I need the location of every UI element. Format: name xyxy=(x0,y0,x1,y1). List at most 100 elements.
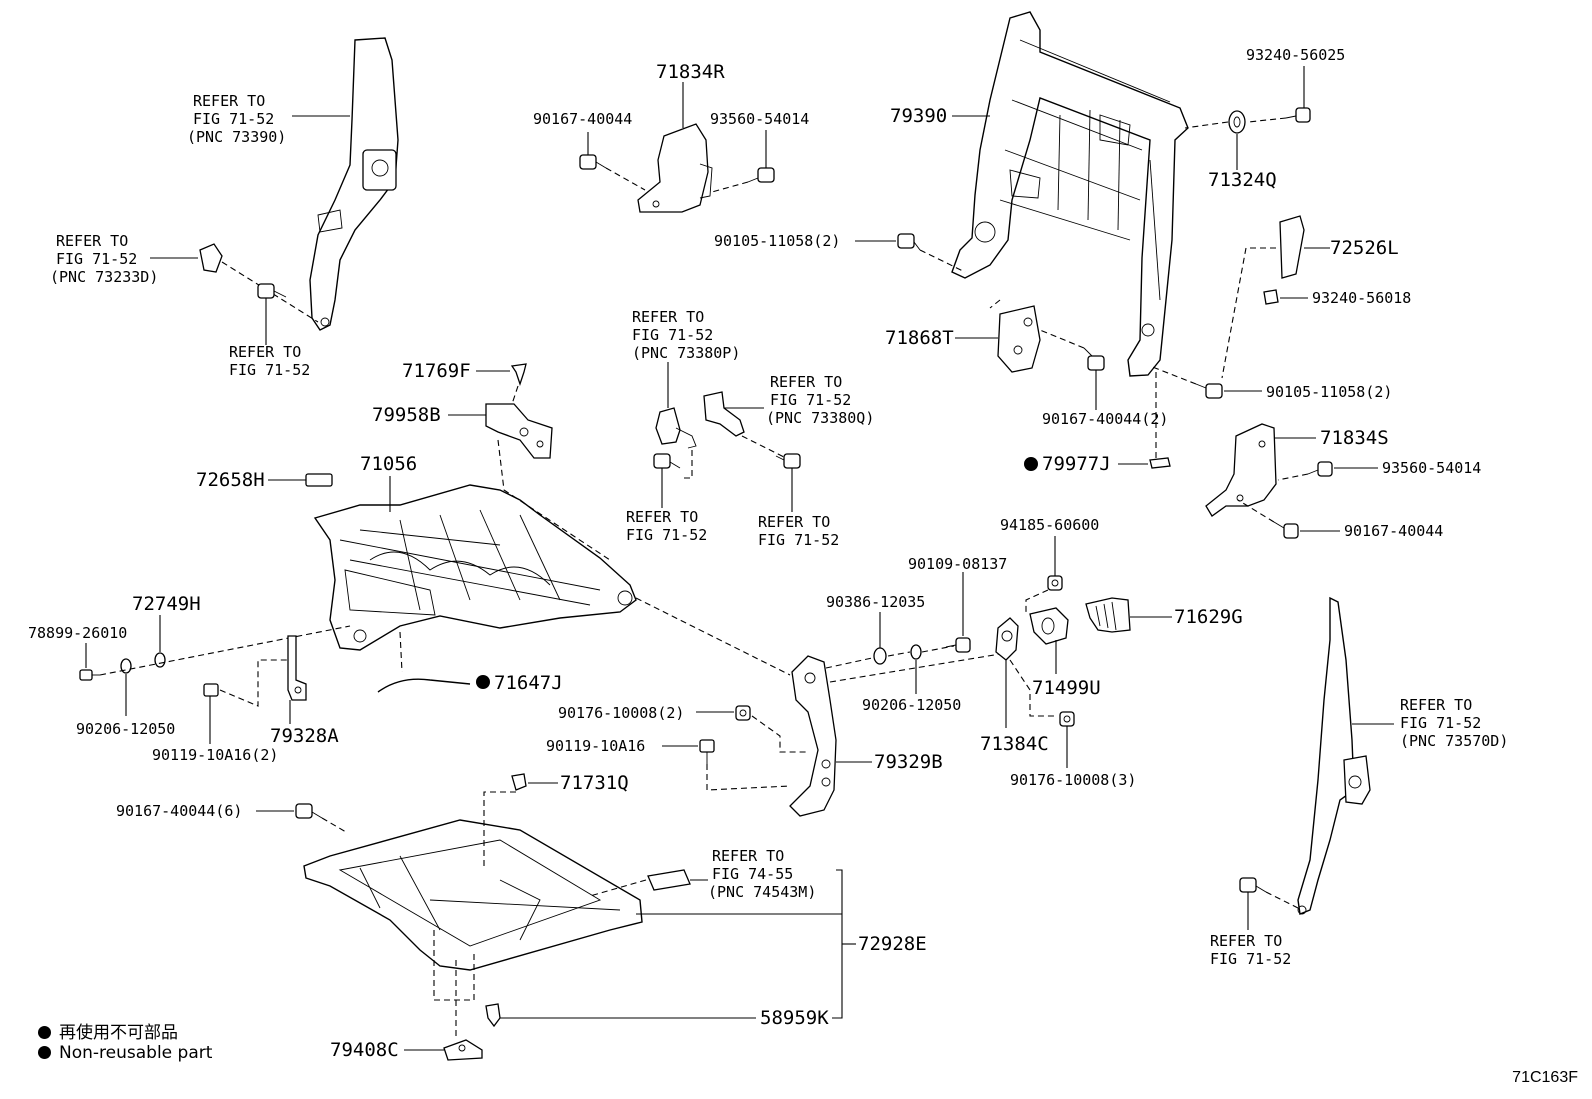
label-90105-11058-a: 90105-11058(2) xyxy=(714,232,840,250)
bolt-93560-54014-a xyxy=(747,167,775,183)
label-ref-73380Q-2: FIG 71-52 xyxy=(770,391,851,409)
label-93240-56018: 93240-56018 xyxy=(1312,289,1411,307)
bolt-left-belt xyxy=(257,283,287,299)
label-71056: 71056 xyxy=(360,453,417,475)
nut-90176-10008-a xyxy=(735,705,751,721)
label-refer-belt-left-3: (PNC 73390) xyxy=(187,128,286,146)
bracket-79408C xyxy=(443,1039,483,1061)
label-ref-buckle-a-1: REFER TO xyxy=(626,508,698,526)
label-90167-40044-b: 90167-40044(2) xyxy=(1042,410,1168,428)
label-90119-10A16-b: 90119-10A16 xyxy=(546,737,645,755)
label-79329B: 79329B xyxy=(874,751,943,773)
label-refer-belt-right-2: FIG 71-52 xyxy=(1210,950,1291,968)
cover-71834S xyxy=(1205,423,1277,517)
washer-72749H xyxy=(154,652,166,668)
label-ref-73380P-2: FIG 71-52 xyxy=(632,326,713,344)
label-ref-73570D-2: FIG 71-52 xyxy=(1400,714,1481,732)
pad-72658H xyxy=(305,473,333,487)
figure-id: 71C163F xyxy=(1512,1069,1578,1086)
label-90167-40044-a: 90167-40044 xyxy=(533,110,632,128)
bolt-90119-10A16-b xyxy=(699,739,715,764)
legend-jp-text: 再使用不可部品 xyxy=(59,1023,178,1043)
nut-94185-60600 xyxy=(1047,575,1063,591)
bolt-90167-40044-a xyxy=(579,154,607,170)
label-79390: 79390 xyxy=(890,105,947,127)
label-90119-10A16-a: 90119-10A16(2) xyxy=(152,746,278,764)
label-71499U: 71499U xyxy=(1032,677,1101,699)
label-71647J: 71647J xyxy=(494,672,563,694)
label-79977J: 79977J xyxy=(1042,453,1111,475)
label-72526L: 72526L xyxy=(1330,237,1399,259)
label-79958B: 79958B xyxy=(372,404,441,426)
label-refer-belt-left-1: REFER TO xyxy=(193,92,265,110)
bracket-79328A xyxy=(287,635,307,701)
non-reusable-dot-71647J xyxy=(476,675,490,689)
non-reusable-dot-legend-en xyxy=(38,1046,51,1059)
bolt-90167-40044-d xyxy=(295,803,323,819)
label-90167-40044-d: 90167-40044(6) xyxy=(116,802,242,820)
bracket-79958B xyxy=(485,403,553,459)
washer-90206-12050-b xyxy=(910,644,922,660)
label-ref-73380P-1: REFER TO xyxy=(632,308,704,326)
label-71868T: 71868T xyxy=(885,327,954,349)
label-refer-belt-left-2: FIG 71-52 xyxy=(193,110,274,128)
label-90109-08137: 90109-08137 xyxy=(908,555,1007,573)
bolt-90105-11058-b xyxy=(1195,383,1223,399)
under-cover-72928E xyxy=(303,819,643,971)
label-ref-buckle-b-1: REFER TO xyxy=(758,513,830,531)
label-90105-11058-b: 90105-11058(2) xyxy=(1266,383,1392,401)
label-refer-anchor-1: REFER TO xyxy=(56,232,128,250)
bumper-71629G xyxy=(1085,597,1131,633)
cover-71834R xyxy=(637,123,713,213)
label-refer-belt-right-1: REFER TO xyxy=(1210,932,1282,950)
label-71324Q: 71324Q xyxy=(1208,169,1277,191)
label-refer-bolt-left-1: REFER TO xyxy=(229,343,301,361)
label-90206-12050-a: 90206-12050 xyxy=(76,720,175,738)
non-reusable-dot-legend-jp xyxy=(38,1026,51,1039)
grommet-71324Q xyxy=(1228,110,1246,134)
knob-72526L xyxy=(1279,215,1305,279)
washer-90206-12050-a xyxy=(120,658,132,674)
washer-90386-12035 xyxy=(873,647,887,665)
hinge-bracket-79329B xyxy=(789,655,837,817)
label-90176-10008-a: 90176-10008(2) xyxy=(558,704,684,722)
anchor-plate-left xyxy=(199,243,223,273)
legend-en: Non-reusable part xyxy=(38,1043,212,1063)
label-72658H: 72658H xyxy=(196,469,265,491)
label-refer-bolt-left-2: FIG 71-52 xyxy=(229,361,310,379)
label-93560-54014-a: 93560-54014 xyxy=(710,110,809,128)
clip-71769F xyxy=(510,363,527,387)
bolt-93560-54014-b xyxy=(1307,461,1333,477)
label-ref-buckle-b-2: FIG 71-52 xyxy=(758,531,839,549)
clip-58959K xyxy=(485,1003,501,1028)
bolt-90109-08137 xyxy=(945,637,971,653)
label-71731Q: 71731Q xyxy=(560,772,629,794)
bolt-90167-40044-b xyxy=(1083,347,1105,371)
label-ref-73380P-3: (PNC 73380P) xyxy=(632,344,740,362)
bolt-90105-11058-a xyxy=(897,233,921,251)
label-90386-12035: 90386-12035 xyxy=(826,593,925,611)
label-sticker-79977J xyxy=(1149,457,1171,469)
seat-belt-right xyxy=(1297,596,1371,915)
label-71834R: 71834R xyxy=(656,61,725,83)
cushion-frame-71056 xyxy=(313,484,637,651)
bolt-78899-26010 xyxy=(79,669,100,681)
bolt-90119-10A16-a xyxy=(203,683,219,697)
clip-71731Q xyxy=(511,773,527,791)
bolt-buckle-b xyxy=(775,453,801,469)
label-72749H: 72749H xyxy=(132,593,201,615)
bolt-93240-56018 xyxy=(1263,289,1279,305)
label-79408C: 79408C xyxy=(330,1039,399,1061)
bolt-90167-40044-c xyxy=(1273,521,1299,539)
label-refer-anchor-2: FIG 71-52 xyxy=(56,250,137,268)
label-94185-60600: 94185-60600 xyxy=(1000,516,1099,534)
label-90176-10008-b: 90176-10008(3) xyxy=(1010,771,1136,789)
bushing-71499U xyxy=(1029,607,1069,645)
label-ref-buckle-a-2: FIG 71-52 xyxy=(626,526,707,544)
plate-71384C xyxy=(995,617,1019,661)
label-90167-40044-c: 90167-40044 xyxy=(1344,522,1443,540)
label-ref-74543M-3: (PNC 74543M) xyxy=(708,883,816,901)
bolt-93240-56025 xyxy=(1285,107,1311,123)
bracket-71868T xyxy=(997,305,1041,373)
